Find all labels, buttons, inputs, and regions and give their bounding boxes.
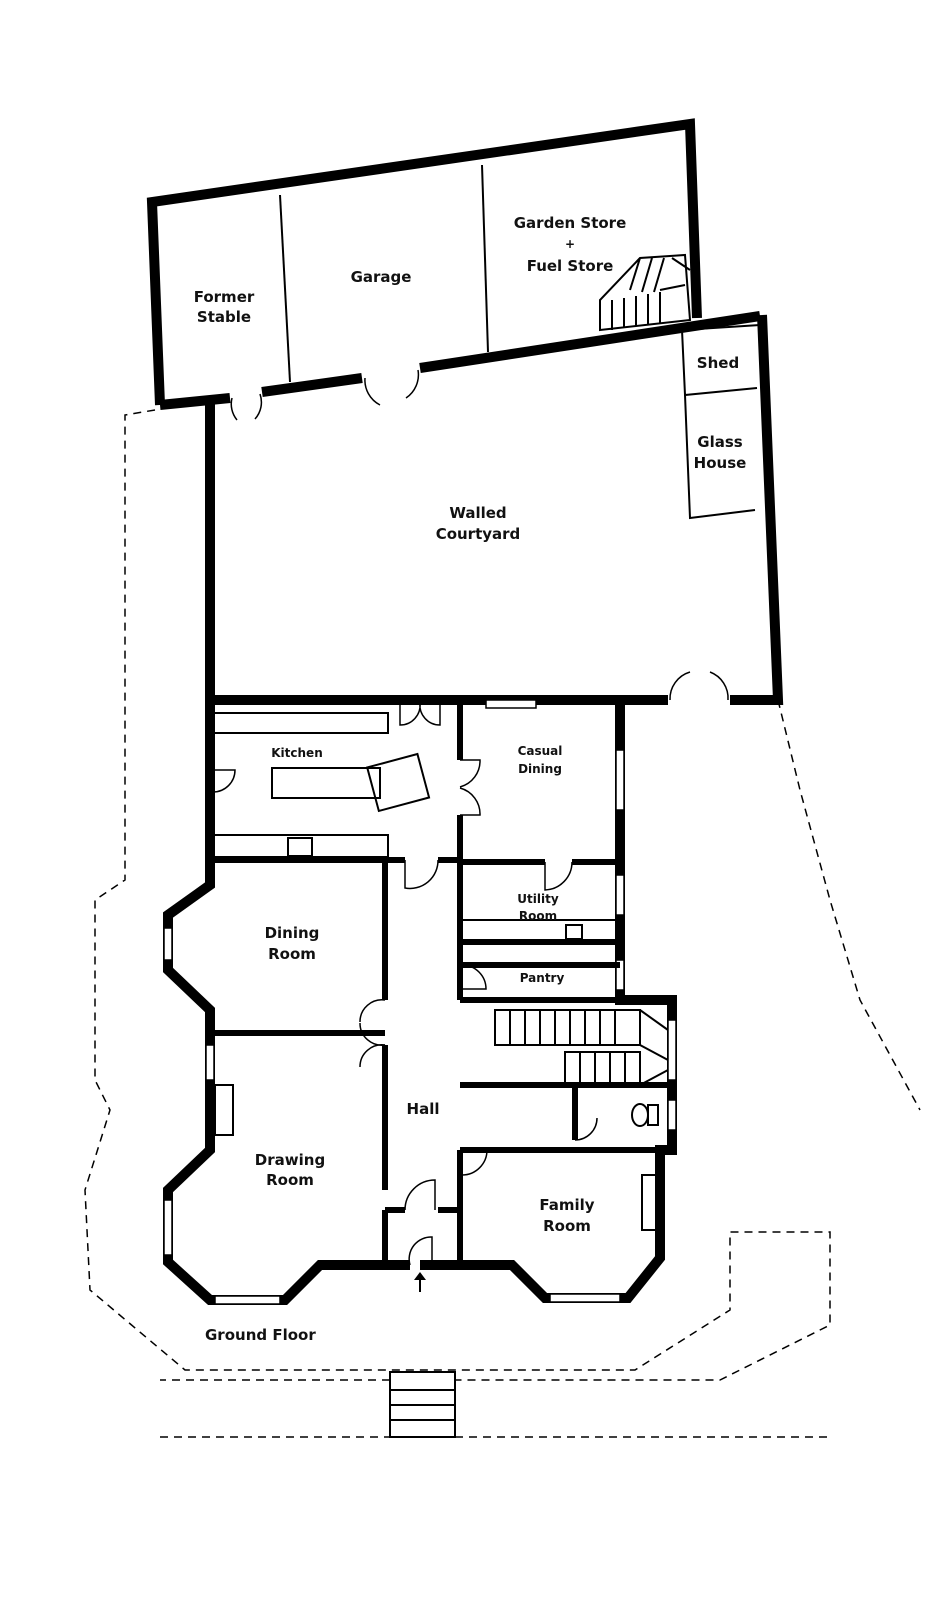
plan-title: Ground Floor: [205, 1326, 316, 1344]
label-shed: Shed: [697, 354, 739, 372]
label-former-stable: Former: [194, 288, 255, 306]
label-dining-room: Dining: [265, 924, 320, 942]
label-walled-courtyard: Walled: [449, 504, 506, 522]
label-family-room: Room: [543, 1217, 591, 1235]
label-drawing-room: Room: [266, 1171, 314, 1189]
label-casual-dining: Casual: [518, 744, 563, 758]
label-utility-room: Room: [519, 909, 557, 923]
label-walled-courtyard: Courtyard: [436, 525, 521, 543]
label-glass-house: House: [694, 454, 747, 472]
label-pantry: Pantry: [520, 971, 565, 985]
label-garden-store: Garden Store: [514, 214, 627, 232]
room-labels: Former Stable Garage Garden Store + Fuel…: [194, 214, 747, 1344]
label-casual-dining: Dining: [518, 762, 562, 776]
front-steps: [389, 1371, 456, 1438]
label-kitchen: Kitchen: [271, 746, 323, 760]
outbuildings: [146, 118, 761, 421]
label-garage: Garage: [351, 268, 412, 286]
label-former-stable: Stable: [197, 308, 251, 326]
label-family-room: Family: [539, 1196, 594, 1214]
entrance-arrow-icon: [414, 1272, 426, 1292]
label-hall: Hall: [407, 1100, 440, 1118]
label-glass-house: Glass: [697, 433, 743, 451]
label-utility-room: Utility: [517, 892, 559, 906]
garden-boundary: [84, 409, 921, 1438]
label-dining-room: Room: [268, 945, 316, 963]
label-fuel-store: Fuel Store: [527, 257, 614, 275]
label-garden-store: +: [565, 237, 575, 251]
label-drawing-room: Drawing: [255, 1151, 325, 1169]
house-walls: [163, 699, 677, 1305]
